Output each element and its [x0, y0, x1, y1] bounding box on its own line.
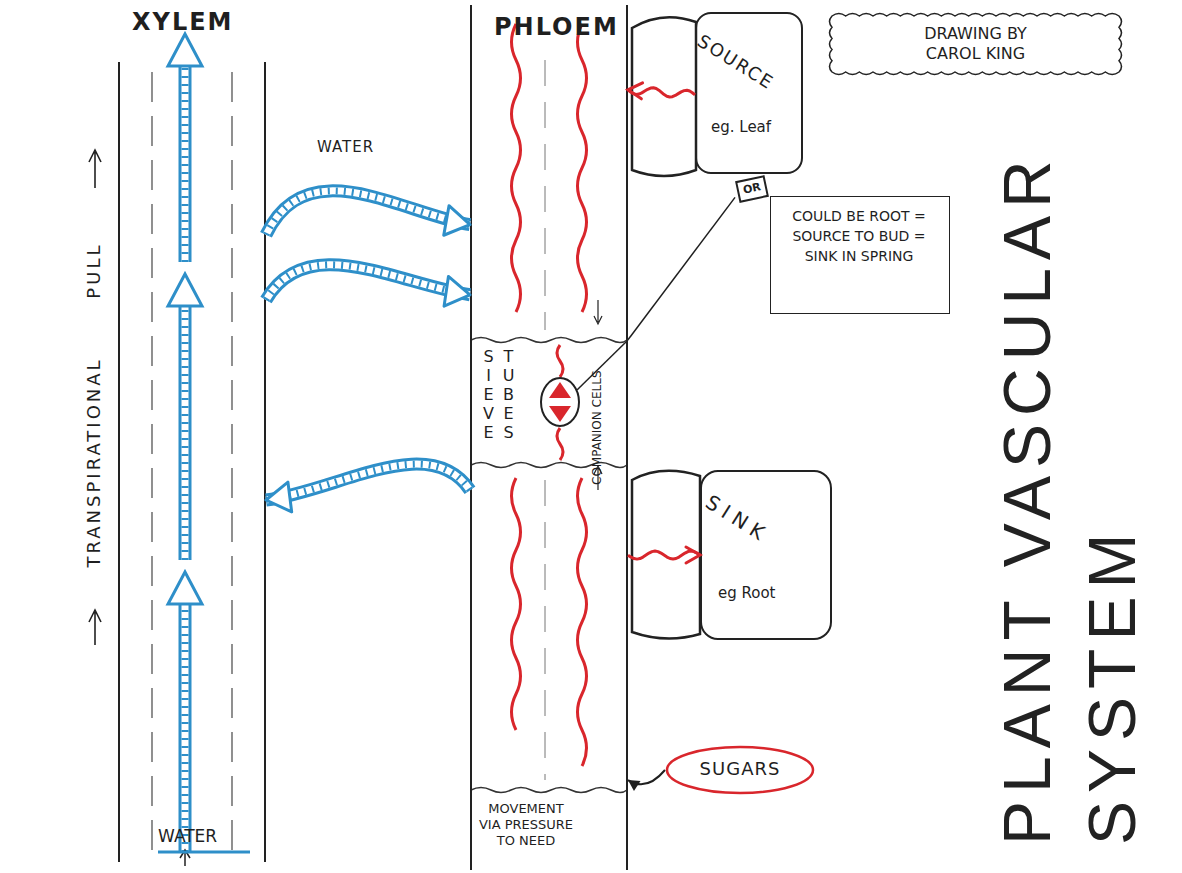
water-shaft — [266, 191, 470, 235]
tube-heading: PHLOEM — [494, 13, 619, 41]
movement-note: MOVEMENT VIA PRESSURE TO NEED — [476, 801, 576, 849]
water-label: WATER — [158, 826, 217, 846]
phloem-tube: PHLOEM SIEVE TUBES COMPANION CELLS MOVEMENT… — [470, 5, 628, 870]
water-flow — [179, 300, 192, 560]
pull-arrow — [89, 150, 101, 188]
or-text: OR — [738, 179, 766, 197]
credit-text: DRAWING BY CAROL KING — [898, 24, 1053, 64]
arrowhead — [444, 206, 470, 236]
water-flow — [182, 60, 189, 262]
water-flow — [182, 598, 189, 852]
sugar-stream — [557, 345, 563, 377]
companion-cells-label: COMPANION CELLS — [590, 335, 604, 485]
arrowhead — [266, 482, 292, 512]
companion-cell — [632, 471, 700, 639]
sugars-oval: SUGARS — [665, 745, 815, 795]
tube-heading: XYLEM — [132, 8, 233, 36]
note-text: COULD BE ROOT = SOURCE TO BUD = SINK IN … — [779, 206, 939, 266]
source-label: SOURCE — [694, 30, 778, 94]
water-shaft-hatch — [266, 464, 470, 500]
sugar-flow — [628, 551, 700, 559]
underline — [158, 851, 250, 854]
water-flow — [179, 60, 192, 262]
flow-arrow-down — [549, 406, 571, 422]
pull-arrow — [89, 610, 101, 645]
connector — [266, 464, 470, 512]
water-arrowhead — [168, 572, 202, 604]
water-flow — [182, 60, 189, 262]
vessel-wall — [231, 72, 232, 852]
water-shaft-core — [266, 191, 470, 235]
connector — [628, 83, 695, 99]
sugar-stream — [578, 478, 587, 766]
diagram-title: PLANT VASCULAR SYSTEM — [985, 35, 1155, 865]
arrowhead — [628, 83, 643, 99]
sieve-plate — [471, 338, 627, 343]
water-flow — [182, 300, 189, 560]
water-flow — [182, 300, 189, 560]
sugars-text: SUGARS — [665, 758, 815, 779]
example-label: eg. Leaf — [711, 118, 771, 136]
credit-box: DRAWING BY CAROL KING — [828, 10, 1123, 78]
connector — [628, 770, 665, 791]
sieve-plate — [471, 788, 627, 793]
sugar-stream — [578, 24, 587, 312]
sugar-stream — [557, 428, 563, 460]
sink-box: SINK eg Root — [700, 470, 832, 640]
tube-line — [545, 60, 546, 780]
wavy-border — [830, 14, 1122, 75]
connector-line — [628, 770, 665, 784]
water-arrowhead — [168, 274, 202, 306]
connector — [628, 197, 735, 339]
arrowhead — [444, 276, 470, 306]
connector — [266, 265, 470, 306]
connector-line — [628, 197, 735, 339]
pointer — [594, 300, 602, 324]
sugar-flow — [628, 88, 695, 97]
water-shaft-core — [266, 265, 470, 300]
note-box: COULD BE ROOT = SOURCE TO BUD = SINK IN … — [770, 196, 950, 314]
connector — [266, 191, 470, 235]
edge-label: WATER — [317, 138, 374, 156]
or-tag: OR — [735, 175, 769, 203]
flow-arrow-up — [549, 382, 571, 398]
water-shaft-hatch — [266, 191, 470, 235]
side-label: TRANSPIRATIONAL PULL — [83, 205, 107, 605]
sugar-stream — [512, 24, 521, 312]
arrowhead — [686, 547, 700, 563]
source-box: SOURCE eg. Leaf — [695, 12, 803, 174]
example-label: eg Root — [718, 584, 776, 602]
water-shaft — [266, 265, 470, 300]
water-flow — [182, 598, 189, 852]
xylem-vessel: XYLEMWATER — [118, 62, 266, 862]
sieve-tubes-label: SIEVE TUBES — [478, 347, 518, 473]
connector — [628, 547, 700, 563]
sink-label: SINK — [701, 490, 774, 548]
water-shaft-core — [266, 464, 470, 500]
sugar-stream — [512, 478, 521, 730]
flow-direction-symbol — [541, 378, 579, 426]
arrowhead — [628, 780, 640, 791]
water-shaft — [266, 464, 470, 500]
vessel-wall — [151, 72, 152, 852]
companion-cell — [632, 17, 696, 176]
water-shaft-hatch — [266, 265, 470, 300]
water-flow — [179, 598, 192, 852]
